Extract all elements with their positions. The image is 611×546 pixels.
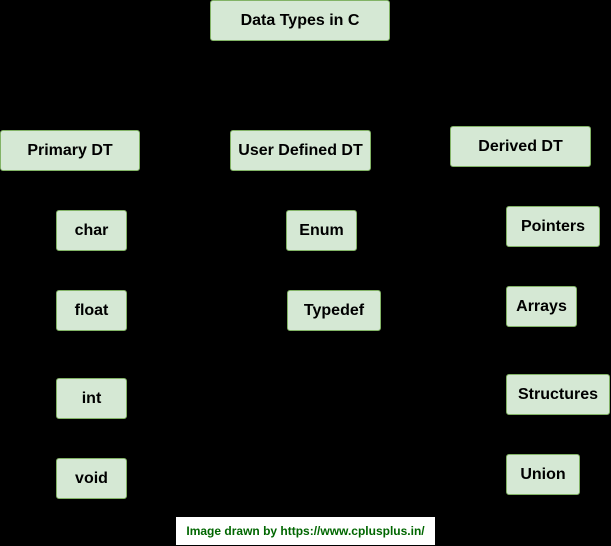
float-node: float <box>56 290 127 331</box>
root-node: Data Types in C <box>210 0 390 41</box>
pointers-node: Pointers <box>506 206 600 247</box>
user-defined-dt-node: User Defined DT <box>230 130 371 171</box>
void-node: void <box>56 458 127 499</box>
primary-dt-node: Primary DT <box>0 130 140 171</box>
structures-node: Structures <box>506 374 610 415</box>
credit-label: Image drawn by https://www.cplusplus.in/ <box>175 516 436 546</box>
int-node: int <box>56 378 127 419</box>
arrays-node: Arrays <box>506 286 577 327</box>
typedef-node: Typedef <box>287 290 381 331</box>
char-node: char <box>56 210 127 251</box>
derived-dt-node: Derived DT <box>450 126 591 167</box>
enum-node: Enum <box>286 210 357 251</box>
union-node: Union <box>506 454 580 495</box>
